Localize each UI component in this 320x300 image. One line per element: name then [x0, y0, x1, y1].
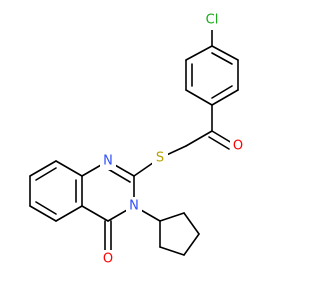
bond [159, 212, 185, 222]
bond [208, 136, 230, 150]
atom-cl: Cl [200, 12, 224, 30]
atom-s-label: S [156, 151, 164, 166]
bond [211, 52, 233, 65]
molecule-drawing: Cl O S N N O [29, 12, 246, 268]
bond [211, 85, 233, 99]
bond [185, 130, 213, 147]
atom-n-ring-bottom: N [126, 197, 142, 215]
bond [29, 205, 57, 222]
bond [183, 212, 200, 235]
bond [159, 246, 185, 256]
bond [29, 160, 57, 177]
bond [35, 167, 57, 181]
atom-o-amide-label: O [103, 252, 113, 267]
bond [211, 45, 239, 61]
atom-o-amide: O [100, 250, 116, 268]
bond [185, 45, 213, 61]
atom-s: S [152, 149, 168, 167]
atom-n-ring-top-label: N [103, 154, 113, 169]
atom-labels: Cl O S N N O [100, 12, 246, 268]
atom-n-ring-top: N [100, 152, 116, 170]
bond [107, 168, 131, 183]
structure-diagram: Cl O S N N O [29, 12, 246, 268]
bond [185, 89, 213, 106]
bond [211, 89, 239, 106]
bond [35, 201, 57, 215]
bond [81, 205, 109, 222]
atom-n-ring-bottom-label: N [129, 199, 139, 214]
atom-o-ketone: O [230, 137, 246, 155]
bonds [29, 25, 239, 256]
bond [183, 233, 200, 256]
bond [55, 205, 83, 222]
bond [55, 160, 83, 177]
atom-o-ketone-label: O [233, 139, 243, 154]
bond [211, 130, 233, 144]
atom-cl-label: Cl [206, 13, 219, 28]
